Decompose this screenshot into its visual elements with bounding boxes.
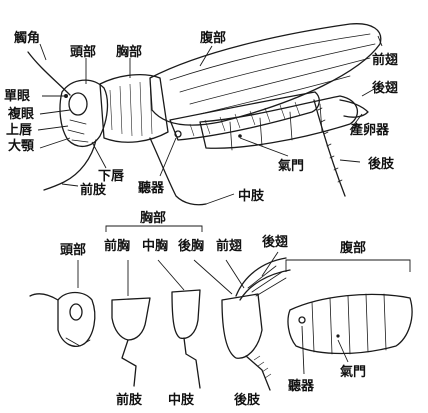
hind-tibia-spines (318, 108, 342, 182)
label-abdomen: 腹部 (200, 30, 226, 46)
parts-label-thorax: 胸部 (140, 210, 166, 226)
parts-label-forewing: 前翅 (216, 238, 242, 254)
ocellus-dot (64, 94, 68, 98)
label-hindleg: 後肢 (368, 156, 395, 172)
part-spiracle-mark (336, 334, 339, 337)
hind-femur-hatching (190, 102, 300, 136)
parts-row-labels: 胸部 頭部 前胸 中胸 後胸 前翅 後翅 腹部 前肢 中肢 後肢 聽器 氣門 (60, 210, 366, 408)
part-eye-drawing (70, 304, 82, 320)
parts-label-tympanum: 聽器 (288, 378, 315, 394)
part-prothorax-drawing (112, 298, 150, 340)
part-mesothorax-drawing (172, 290, 200, 338)
parts-label-head: 頭部 (60, 242, 86, 258)
parts-row-leader-lines (78, 252, 348, 374)
label-foreleg: 前肢 (80, 182, 107, 198)
label-compound-eye: 複眼 (7, 106, 35, 122)
label-forewing: 前翅 (372, 52, 398, 68)
parts-label-hindwing: 後翅 (262, 234, 288, 250)
parts-label-abdomen: 腹部 (340, 240, 366, 256)
label-tympanum: 聽器 (138, 180, 165, 196)
parts-label-hindleg: 後肢 (234, 392, 261, 408)
thorax-hatching (110, 80, 152, 136)
part-hindwing-drawing (236, 258, 290, 300)
part-foreleg-drawing (122, 340, 136, 386)
compound-eye-drawing (69, 93, 87, 115)
mouthparts-lines (68, 120, 88, 142)
top-leader-lines (38, 36, 382, 204)
part-tympanum-mark (299, 317, 305, 323)
parts-label-mesothorax: 中胸 (142, 238, 168, 254)
part-abdomen-segments (312, 294, 386, 354)
label-ovipositor: 產卵器 (349, 122, 390, 138)
part-antenna-drawing (30, 294, 58, 300)
thorax-drawing (100, 75, 168, 143)
parts-label-metathorax: 後胸 (178, 238, 204, 254)
label-spiracle: 氣門 (278, 158, 304, 174)
abdomen-segments (230, 104, 322, 150)
part-hindleg-hatching (254, 356, 271, 378)
spiracle-mark (238, 134, 242, 138)
label-upper-lip: 上唇 (6, 122, 33, 138)
part-metathorax-drawing (222, 294, 262, 358)
hind-tibia-drawing (314, 100, 345, 196)
label-ocellus: 單眼 (4, 89, 31, 104)
label-hindwing: 後翅 (372, 80, 398, 96)
antenna-drawing (28, 52, 70, 95)
part-midleg-drawing (184, 338, 200, 388)
label-head: 頭部 (70, 44, 96, 60)
label-mandible: 大顎 (8, 138, 35, 154)
parts-label-prothorax: 前胸 (104, 238, 130, 254)
part-hindwing-veins (248, 266, 286, 296)
label-thorax: 胸部 (116, 44, 142, 60)
label-lower-lip: 下唇 (98, 168, 125, 184)
part-hindleg-drawing (246, 356, 270, 390)
parts-label-spiracle: 氣門 (340, 364, 366, 380)
parts-label-midleg: 中肢 (168, 392, 195, 408)
parts-label-foreleg: 前肢 (116, 392, 143, 408)
label-antenna: 觸角 (14, 30, 40, 46)
label-midleg: 中肢 (238, 188, 265, 204)
